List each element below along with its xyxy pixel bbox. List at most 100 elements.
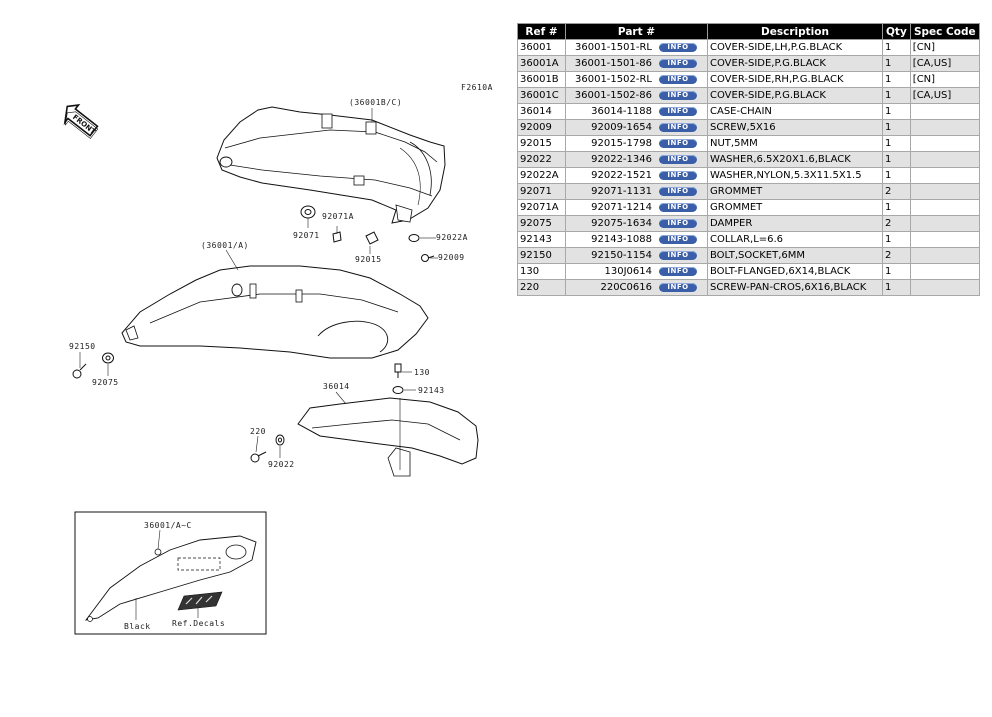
cell-part: 92150-1154 INFO: [565, 247, 708, 264]
cell-description: NUT,5MM: [707, 135, 883, 152]
cell-spec-code: [909, 279, 980, 296]
cell-description: COLLAR,L=6.6: [707, 231, 883, 248]
info-button[interactable]: INFO: [659, 234, 697, 244]
part-number: 92071-1131: [591, 186, 652, 197]
cell-spec-code: [909, 167, 980, 184]
header-part: Part #: [565, 23, 708, 40]
cell-ref: 92022A: [517, 167, 566, 184]
inset-ref-label: 36001/A~C: [144, 521, 192, 530]
part-number: 92150-1154: [591, 250, 652, 261]
info-button[interactable]: INFO: [659, 266, 697, 276]
cell-description: BOLT-FLANGED,6X14,BLACK: [707, 263, 883, 280]
cell-ref: 36001: [517, 39, 566, 56]
cell-qty: 1: [882, 263, 911, 280]
part-number: 92009-1654: [591, 122, 652, 133]
info-button[interactable]: INFO: [659, 90, 697, 100]
callout-92143: 92143: [418, 386, 445, 395]
part-number: 92022-1521: [591, 170, 652, 181]
cell-ref: 36014: [517, 103, 566, 120]
cell-spec-code: [909, 263, 980, 280]
cell-description: COVER-SIDE,P.G.BLACK: [707, 55, 883, 72]
cell-qty: 2: [882, 247, 911, 264]
cell-spec-code: [CA,US]: [909, 55, 980, 72]
cell-qty: 1: [882, 231, 911, 248]
part-number: 36001-1501-RL: [575, 42, 652, 53]
parts-table: Ref # Part # Description Qty Spec Code 3…: [517, 23, 980, 296]
inset-decals-label: Ref.Decals: [172, 619, 225, 628]
table-header-row: Ref # Part # Description Qty Spec Code: [517, 23, 980, 40]
header-description: Description: [707, 23, 883, 40]
cell-spec-code: [909, 135, 980, 152]
info-button[interactable]: INFO: [659, 202, 697, 212]
decal-logo-icon: [177, 591, 223, 611]
cell-spec-code: [CN]: [909, 71, 980, 88]
cell-ref: 92150: [517, 247, 566, 264]
part-number: 92075-1634: [591, 218, 652, 229]
cell-description: CASE-CHAIN: [707, 103, 883, 120]
info-button[interactable]: INFO: [659, 106, 697, 116]
callout-220: 220: [250, 427, 266, 436]
cell-qty: 1: [882, 103, 911, 120]
cell-part: 92071-1131 INFO: [565, 183, 708, 200]
side-cover-right-drawing: [216, 106, 446, 224]
cell-spec-code: [909, 215, 980, 232]
header-ref: Ref #: [517, 23, 566, 40]
cell-spec-code: [909, 183, 980, 200]
info-button[interactable]: INFO: [659, 186, 697, 196]
header-spec-code: Spec Code: [909, 23, 980, 40]
hardware-drawings: [72, 205, 435, 463]
header-qty: Qty: [882, 23, 911, 40]
cell-ref: 36001A: [517, 55, 566, 72]
callout-36014: 36014: [323, 382, 350, 391]
cell-part: 36001-1502-86 INFO: [565, 87, 708, 104]
part-number: 130J0614: [604, 266, 653, 277]
cell-part: 36014-1188 INFO: [565, 103, 708, 120]
cell-description: WASHER,NYLON,5.3X11.5X1.5: [707, 167, 883, 184]
info-button[interactable]: INFO: [659, 250, 697, 260]
info-button[interactable]: INFO: [659, 218, 697, 228]
callout-36001bc: (36001B/C): [349, 98, 402, 107]
cell-ref: 92143: [517, 231, 566, 248]
cell-description: DAMPER: [707, 215, 883, 232]
cell-description: COVER-SIDE,LH,P.G.BLACK: [707, 39, 883, 56]
part-number: 220C0616: [600, 282, 652, 293]
cell-part: 130J0614 INFO: [565, 263, 708, 280]
cell-spec-code: [909, 103, 980, 120]
info-button[interactable]: INFO: [659, 42, 697, 52]
callout-36001a: (36001/A): [201, 241, 249, 250]
info-button[interactable]: INFO: [659, 154, 697, 164]
cell-part: 220C0616 INFO: [565, 279, 708, 296]
info-button[interactable]: INFO: [659, 74, 697, 84]
callout-92150: 92150: [69, 342, 96, 351]
part-number: 36014-1188: [591, 106, 652, 117]
info-button[interactable]: INFO: [659, 122, 697, 132]
info-button[interactable]: INFO: [659, 170, 697, 180]
info-button[interactable]: INFO: [659, 58, 697, 68]
figure-code: F2610A: [461, 83, 493, 92]
info-button[interactable]: INFO: [659, 138, 697, 148]
callout-92022: 92022: [268, 460, 295, 469]
cell-ref: 92022: [517, 151, 566, 168]
cell-qty: 1: [882, 87, 911, 104]
part-number: 36001-1501-86: [574, 58, 652, 69]
info-button[interactable]: INFO: [659, 282, 697, 292]
cell-description: GROMMET: [707, 199, 883, 216]
part-number: 36001-1502-86: [574, 90, 652, 101]
cell-part: 36001-1501-RL INFO: [565, 39, 708, 56]
cell-spec-code: [CA,US]: [909, 87, 980, 104]
parts-diagram: F2610A FRONT: [63, 83, 493, 635]
table-row: 36001A 36001-1501-86 INFO COVER-SIDE,P.G.BL…: [517, 55, 980, 72]
cell-ref: 36001B: [517, 71, 566, 88]
